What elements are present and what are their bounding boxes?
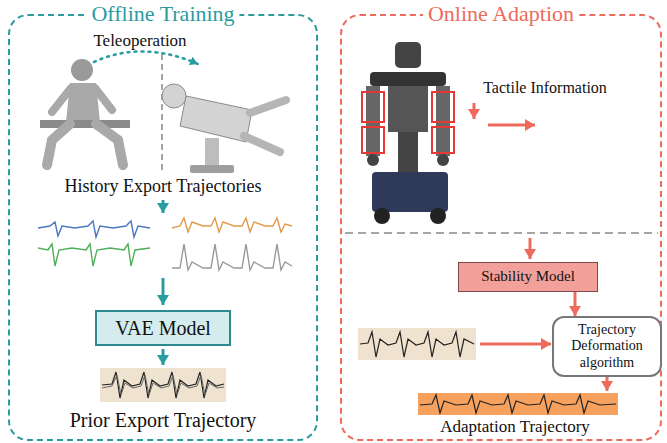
flow-arrow (480, 343, 551, 346)
flow-arrow (162, 349, 165, 365)
output-label: Adaptation Trajectory (440, 417, 590, 437)
output-label: Prior Export Trajectory (70, 409, 257, 432)
robot-figure (162, 84, 286, 173)
prior-trajectory-plot (100, 368, 226, 402)
algorithm-box: Trajectory Deformation algorithm (552, 316, 662, 377)
flow-arrow (162, 278, 165, 305)
section-label: Teleoperation (93, 31, 186, 51)
prior-trajectory-plot (358, 328, 476, 360)
adaption-panel: Online AdaptionStability ModelTrajectory… (340, 14, 662, 441)
panel-title: Offline Training (86, 1, 239, 27)
flow-arrow (473, 103, 476, 119)
box-label: VAE Model (115, 317, 211, 340)
trajectory-plot (38, 218, 292, 270)
adaptation-trajectory-plot (418, 393, 618, 415)
section-label: Tactile Information (483, 79, 607, 97)
divider-line (161, 54, 163, 172)
operator-figure (40, 59, 130, 165)
flow-connector (574, 292, 577, 316)
divider-line (345, 232, 658, 234)
flow-arrow (488, 124, 535, 127)
panel-title: Online Adaption (423, 1, 579, 27)
box-label: Stability Model (481, 268, 575, 285)
section-label: History Export Trajectories (65, 176, 262, 197)
flow-arrow (606, 377, 609, 391)
model-box: VAE Model (95, 310, 231, 346)
training-panel: Offline TrainingVAE Model (8, 14, 318, 441)
humanoid-robot (362, 42, 454, 224)
model-box: Stability Model (458, 262, 598, 292)
teleop-arrow (94, 51, 198, 64)
flow-arrow (529, 238, 532, 259)
box-label: Trajectory Deformation algorithm (558, 322, 656, 370)
flow-arrow (162, 200, 165, 213)
